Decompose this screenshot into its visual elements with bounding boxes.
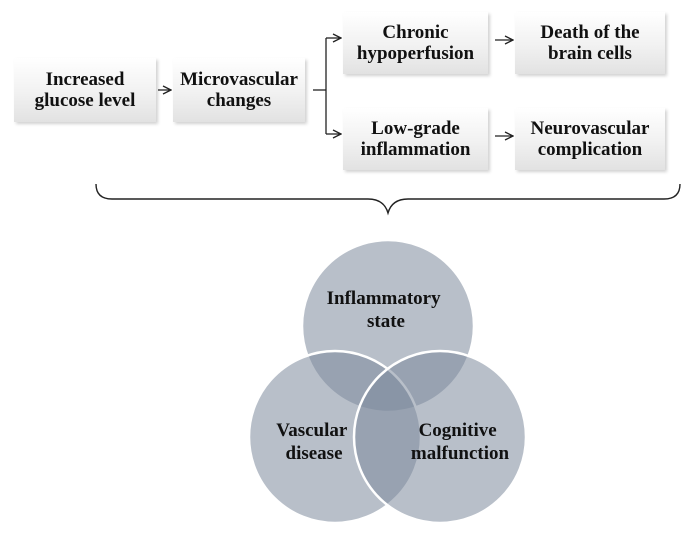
node-death-of-brain-cells: Death of the brain cells: [515, 12, 665, 74]
venn-label-inflammatory-state: Inflammatory state: [327, 288, 446, 332]
venn-circle-cognitive-malfunction: [352, 349, 528, 525]
node-low-grade-inflammation: Low-grade inflammation: [343, 108, 488, 170]
venn-label-vascular-disease: Vascular disease: [276, 420, 352, 464]
venn-label-cognitive-malfunction: Cognitive malfunction: [411, 420, 510, 464]
node-microvascular-changes: Microvascular changes: [173, 58, 305, 122]
node-increased-glucose-level: Increased glucose level: [14, 58, 156, 122]
node-chronic-hypoperfusion: Chronic hypoperfusion: [343, 12, 488, 74]
node-neurovascular-complication: Neurovascular complication: [515, 108, 665, 170]
fork-connector: [313, 38, 341, 134]
venn-diagram: [247, 238, 528, 525]
curly-brace: [95, 183, 681, 216]
